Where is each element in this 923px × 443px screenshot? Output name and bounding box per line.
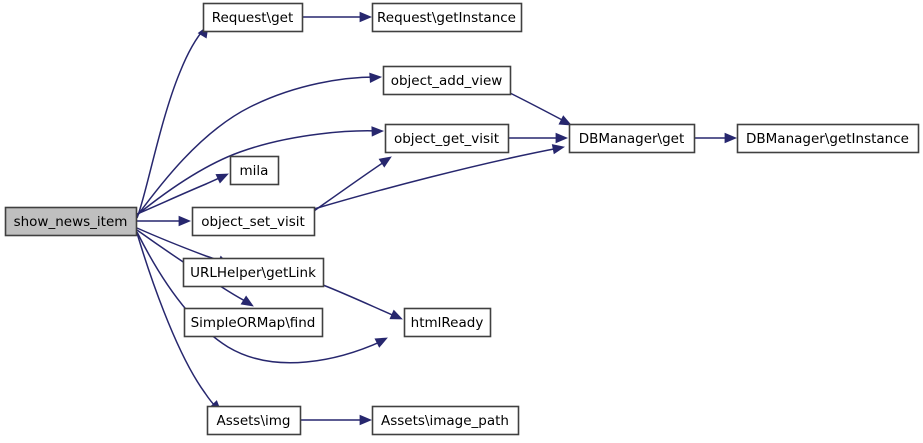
node-urlhelper_getlink[interactable]: URLHelper\getLink [182, 257, 325, 288]
arrowhead-show_news_item-to-htmlready [374, 337, 388, 348]
edge-show_news_item-to-simpleormap_find [136, 229, 250, 304]
arrowhead-object_set_visit-to-dbmanager_get [551, 144, 566, 155]
edge-show_news_item-to-request_get [136, 27, 206, 219]
node-object_set_visit[interactable]: object_set_visit [191, 206, 316, 237]
node-box-object_set_visit[interactable] [191, 206, 316, 237]
node-box-object_get_visit[interactable] [384, 123, 510, 154]
arrowhead-object_add_view-to-dbmanager_get [558, 115, 572, 126]
node-label-assets_img: Assets\img [217, 413, 291, 429]
node-label-request_getinstance: Request\getInstance [377, 10, 516, 26]
node-object_get_visit[interactable]: object_get_visit [384, 123, 510, 154]
node-box-dbmanager_get[interactable] [568, 123, 696, 154]
node-label-object_set_visit: object_set_visit [201, 214, 305, 230]
node-request_getinstance[interactable]: Request\getInstance [371, 2, 523, 33]
node-request_get[interactable]: Request\get [202, 2, 304, 33]
node-label-dbmanager_getinstance: DBManager\getInstance [746, 131, 909, 147]
edge-object_set_visit-to-dbmanager_get [313, 147, 560, 210]
node-label-mila: mila [240, 163, 269, 179]
node-box-mila[interactable] [229, 155, 280, 186]
edge-urlhelper_getlink-to-htmlready [322, 284, 398, 318]
edges-layer [136, 11, 738, 426]
node-label-show_news_item: show_news_item [14, 214, 128, 230]
node-box-dbmanager_getinstance[interactable] [736, 123, 920, 154]
node-box-htmlready[interactable] [403, 307, 492, 338]
arrowhead-show_news_item-to-object_add_view [369, 72, 383, 83]
node-label-object_get_visit: object_get_visit [394, 131, 499, 147]
node-label-dbmanager_get: DBManager\get [579, 131, 685, 147]
node-label-simpleormap_find: SimpleORMap\find [191, 315, 316, 331]
node-label-assets_image_path: Assets\image_path [381, 413, 509, 429]
node-show_news_item[interactable]: show_news_item [4, 206, 138, 237]
node-box-assets_img[interactable] [206, 405, 302, 436]
node-label-htmlready: htmlReady [411, 315, 484, 331]
node-assets_img[interactable]: Assets\img [206, 405, 302, 436]
edge-object_add_view-to-dbmanager_get [509, 92, 567, 123]
node-dbmanager_getinstance[interactable]: DBManager\getInstance [736, 123, 920, 154]
node-object_add_view[interactable]: object_add_view [382, 65, 512, 96]
node-box-urlhelper_getlink[interactable] [182, 257, 325, 288]
node-dbmanager_get[interactable]: DBManager\get [568, 123, 696, 154]
nodes-layer: show_news_item Request\get Request\getInst… [4, 2, 920, 436]
node-label-object_add_view: object_add_view [391, 73, 503, 89]
arrowhead-request_get-to-request_getinstance [359, 11, 373, 23]
arrowhead-dbmanager_get-to-dbmanager_getinstance [724, 132, 738, 144]
node-label-request_get: Request\get [212, 10, 294, 26]
arrowhead-urlhelper_getlink-to-htmlready [389, 309, 403, 320]
edge-show_news_item-to-assets_img [136, 232, 218, 409]
arrowhead-show_news_item-to-object_set_visit [178, 215, 192, 227]
node-mila[interactable]: mila [229, 155, 280, 186]
edge-show_news_item-to-object_add_view [136, 76, 377, 217]
edge-show_news_item-to-object_get_visit [136, 130, 379, 216]
node-htmlready[interactable]: htmlReady [403, 307, 492, 338]
node-box-show_news_item[interactable] [4, 206, 138, 237]
node-box-object_add_view[interactable] [382, 65, 512, 96]
arrowhead-object_set_visit-to-object_get_visit [378, 156, 392, 168]
node-box-request_get[interactable] [202, 2, 304, 33]
node-assets_image_path[interactable]: Assets\image_path [371, 405, 520, 436]
edge-object_set_visit-to-object_get_visit [313, 159, 388, 212]
arrowhead-show_news_item-to-simpleormap_find [240, 295, 254, 307]
arrowhead-show_news_item-to-object_get_visit [371, 126, 385, 137]
edge-show_news_item-to-htmlready [136, 231, 383, 364]
arrowhead-assets_img-to-assets_image_path [359, 414, 373, 426]
arrowhead-show_news_item-to-mila [215, 173, 229, 184]
node-label-urlhelper_getlink: URLHelper\getLink [190, 265, 316, 281]
node-simpleormap_find[interactable]: SimpleORMap\find [183, 307, 324, 338]
node-box-assets_image_path[interactable] [371, 405, 520, 436]
node-box-request_getinstance[interactable] [371, 2, 523, 33]
arrowhead-object_get_visit-to-dbmanager_get [555, 132, 569, 144]
node-box-simpleormap_find[interactable] [183, 307, 324, 338]
